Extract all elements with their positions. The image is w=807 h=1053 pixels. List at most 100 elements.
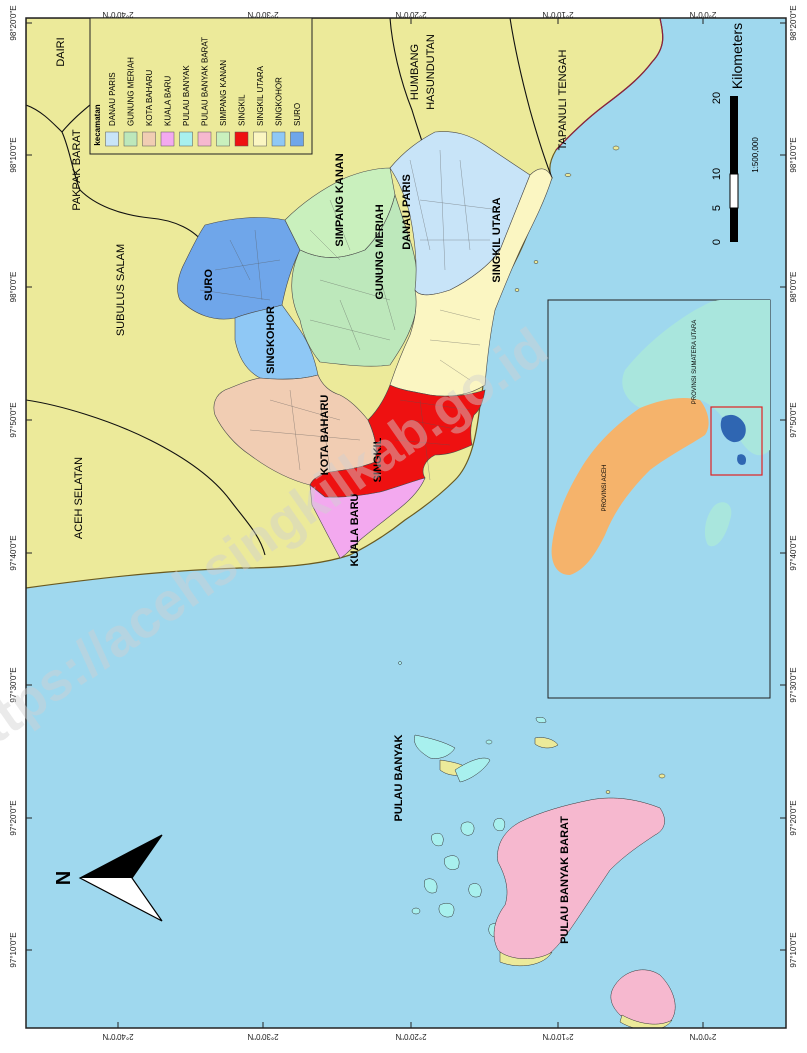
north-label: N bbox=[53, 871, 75, 885]
coord-right-5: 97°30'0"E bbox=[789, 667, 798, 702]
coord-right-6: 97°20'0"E bbox=[789, 800, 798, 835]
coord-right-3: 97°50'0"E bbox=[789, 402, 798, 437]
coord-bottom: 2°40'0"N 2°30'0"N 2°20'0"N 2°10'0"N 2°0'… bbox=[102, 1032, 716, 1041]
scale-unit: Kilometers bbox=[729, 23, 745, 89]
legend-swatch bbox=[123, 131, 138, 147]
coord-top-3: 2°10'0"N bbox=[542, 10, 573, 19]
scale-tick-10: 10 bbox=[711, 168, 723, 180]
region-label-tapanuli-tengah: TAPANULI TENGAH bbox=[557, 50, 569, 151]
legend-label: SIMPANG KANAN bbox=[219, 60, 228, 126]
inset-highlight-frame bbox=[710, 406, 763, 476]
north-arrow: N bbox=[53, 834, 163, 922]
coord-right-1: 98°10'0"E bbox=[789, 137, 798, 172]
legend-title: kecamatan bbox=[93, 104, 102, 145]
coord-bottom-4: 2°0'0"N bbox=[689, 1032, 716, 1041]
legend-swatch bbox=[160, 131, 175, 147]
region-label-humbang: HUMBANG bbox=[409, 44, 421, 100]
legend-swatch bbox=[290, 131, 304, 147]
map-frame bbox=[25, 17, 787, 1029]
coord-top-4: 2°0'0"N bbox=[689, 10, 716, 19]
north-arrow-half bbox=[80, 835, 162, 878]
coastal-islets bbox=[514, 145, 620, 292]
district-label-gunung-meriah: GUNUNG MERIAH bbox=[374, 204, 386, 299]
inset-islands-blue bbox=[737, 454, 747, 465]
legend-swatch bbox=[271, 131, 286, 147]
district-label-kuala-baru: KUALA BARU bbox=[349, 493, 361, 566]
scale-bar: 0 5 10 20 Kilometers 1:500,000 bbox=[711, 23, 760, 245]
scale-bar-seg-2 bbox=[729, 173, 739, 209]
legend-swatch bbox=[105, 131, 119, 147]
region-label-dairi: DAIRI bbox=[55, 37, 67, 66]
district-kuala-baru bbox=[309, 477, 426, 559]
coord-top-1: 2°30'0"N bbox=[247, 10, 278, 19]
inset-label-sumut: PROVINSI SUMATERA UTARA bbox=[692, 320, 698, 404]
legend-items: DANAU PARIS GUNUNG MERIAH KOTA BAHARU KUALA… bbox=[105, 37, 304, 147]
scale-bar-seg-1 bbox=[730, 208, 738, 242]
coord-bottom-3: 2°10'0"N bbox=[542, 1032, 573, 1041]
district-label-singkil-utara: SINGKIL UTARA bbox=[491, 197, 503, 282]
coord-left-4: 97°40'0"E bbox=[9, 535, 18, 570]
coord-right-2: 98°0'0"E bbox=[789, 272, 798, 303]
legend-swatch bbox=[234, 131, 249, 147]
coord-left-3: 97°50'0"E bbox=[9, 402, 18, 437]
coord-top: 2°40'0"N 2°30'0"N 2°20'0"N 2°10'0"N 2°0'… bbox=[102, 10, 716, 19]
coord-left-6: 97°20'0"E bbox=[9, 800, 18, 835]
coord-right-4: 97°40'0"E bbox=[789, 535, 798, 570]
scale-bar-seg-3 bbox=[730, 96, 738, 174]
scale-tick-5: 5 bbox=[711, 205, 723, 211]
pulau-banyak-islands bbox=[398, 661, 666, 938]
legend-label: SURO bbox=[293, 103, 302, 126]
coord-left: 98°20'0"E 98°10'0"E 98°0'0"E 97°50'0"E 9… bbox=[9, 5, 18, 967]
scale-tick-20: 20 bbox=[711, 92, 723, 104]
coord-top-0: 2°40'0"N bbox=[102, 10, 133, 19]
region-label-hasundutan: HASUNDUTAN bbox=[425, 34, 437, 110]
district-label-pulau-banyak-barat: PULAU BANYAK BARAT bbox=[559, 816, 571, 944]
pulau-banyak-barat-islands bbox=[493, 797, 676, 1028]
coord-right: 98°20'0"E 98°10'0"E 98°0'0"E 97°50'0"E 9… bbox=[789, 5, 798, 967]
legend-swatch bbox=[216, 131, 230, 147]
legend-swatch bbox=[142, 131, 156, 147]
inset-map: PROVINSI ACEH PROVINSI SUMATERA UTARA bbox=[547, 299, 771, 699]
legend-label: SINGKIL bbox=[238, 94, 247, 126]
inset-aceh-area bbox=[551, 397, 709, 575]
district-label-singkohor: SINGKOHOR bbox=[265, 306, 277, 374]
legend-box bbox=[89, 17, 313, 155]
scale-tick-0: 0 bbox=[711, 239, 723, 245]
legend-label: SINGKOHOR bbox=[275, 77, 284, 126]
inset-label-aceh: PROVINSI ACEH bbox=[602, 465, 608, 512]
coord-left-2: 98°0'0"E bbox=[9, 272, 18, 303]
legend-label: PULAU BANYAK BARAT bbox=[201, 37, 210, 126]
coord-left-7: 97°10'0"E bbox=[9, 932, 18, 967]
village-boundaries bbox=[199, 149, 501, 481]
coord-left-0: 98°20'0"E bbox=[9, 5, 18, 40]
coord-top-2: 2°20'0"N bbox=[395, 10, 426, 19]
district-label-simpang-kanan: SIMPANG KANAN bbox=[334, 153, 346, 246]
scale-ratio: 1:500,000 bbox=[751, 137, 760, 173]
legend-swatch bbox=[179, 131, 193, 147]
legend-label: KOTA BAHARU bbox=[145, 69, 154, 126]
legend-label: DANAU PARIS bbox=[108, 72, 117, 126]
region-label-subulus-salam: SUBULUS SALAM bbox=[115, 244, 127, 336]
coord-right-7: 97°10'0"E bbox=[789, 932, 798, 967]
legend-swatch bbox=[253, 131, 267, 147]
district-label-suro: SURO bbox=[203, 269, 215, 301]
coastline bbox=[555, 18, 664, 151]
legend-label: KUALA BARU bbox=[164, 76, 173, 126]
inset-singkil-area bbox=[720, 414, 746, 443]
coord-right-0: 98°20'0"E bbox=[789, 5, 798, 40]
district-label-kota-baharu: KOTA BAHARU bbox=[319, 395, 331, 476]
legend-label: GUNUNG MERIAH bbox=[127, 57, 136, 126]
legend-label: SINGKIL UTARA bbox=[256, 65, 265, 126]
district-label-pulau-banyak: PULAU BANYAK bbox=[393, 734, 405, 821]
coord-left-5: 97°30'0"E bbox=[9, 667, 18, 702]
legend-label: PULAU BANYAK bbox=[182, 65, 191, 126]
inset-island bbox=[704, 502, 732, 547]
district-label-singkil: SINGKIL bbox=[372, 437, 384, 482]
district-label-danau-paris: DANAU PARIS bbox=[401, 174, 413, 250]
coord-bottom-2: 2°20'0"N bbox=[395, 1032, 426, 1041]
coord-bottom-0: 2°40'0"N bbox=[102, 1032, 133, 1041]
coord-left-1: 98°10'0"E bbox=[9, 137, 18, 172]
coord-bottom-1: 2°30'0"N bbox=[247, 1032, 278, 1041]
legend: kecamatan DANAU PARIS GUNUNG MERIAH KOTA B… bbox=[89, 17, 313, 155]
